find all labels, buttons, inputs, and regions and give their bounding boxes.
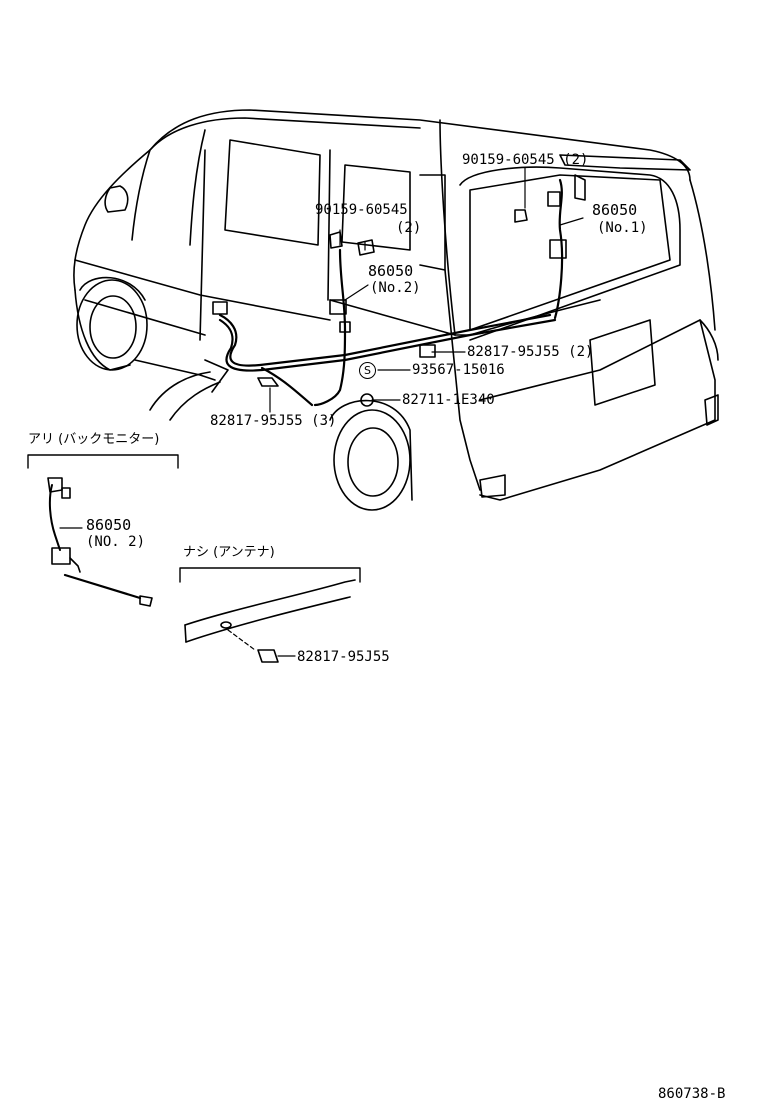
label-grommet: 82711-1E340	[402, 392, 495, 408]
label-clamp-3: 82817-95J55 (3)	[210, 413, 337, 429]
s-symbol-icon: S	[359, 362, 376, 379]
van-body	[73, 109, 719, 511]
label-harness-no2: 86050	[368, 262, 414, 280]
label-screw: 93567-15016	[412, 362, 505, 378]
label-bolt-mid-qty: (2)	[396, 220, 422, 236]
inset-with-part-sub: (NO. 2)	[86, 534, 146, 550]
inset-without-part: 82817-95J55	[297, 649, 390, 665]
inset-without-antenna	[179, 567, 361, 663]
callout-arrow	[149, 359, 229, 421]
inset-with-monitor	[27, 454, 179, 607]
label-harness-no2-sub: (No.2)	[370, 280, 421, 296]
wire-harness	[218, 178, 564, 407]
label-bolt-right: 90159-60545 (2)	[462, 152, 589, 168]
inset-without-heading: ナシ (アンテナ)	[183, 545, 275, 560]
inset-with-part: 86050	[86, 516, 132, 534]
label-bolt-mid: 90159-60545	[315, 202, 408, 218]
figure-code: 860738-B	[658, 1086, 726, 1102]
inset-with-heading: アリ (バックモニター)	[28, 432, 160, 447]
leader-lines	[269, 167, 584, 413]
label-harness-no1: 86050	[592, 201, 638, 219]
label-harness-no1-sub: (No.1)	[597, 220, 648, 236]
harness-parts	[212, 174, 586, 407]
label-clamp-2: 82817-95J55 (2)	[467, 344, 594, 360]
